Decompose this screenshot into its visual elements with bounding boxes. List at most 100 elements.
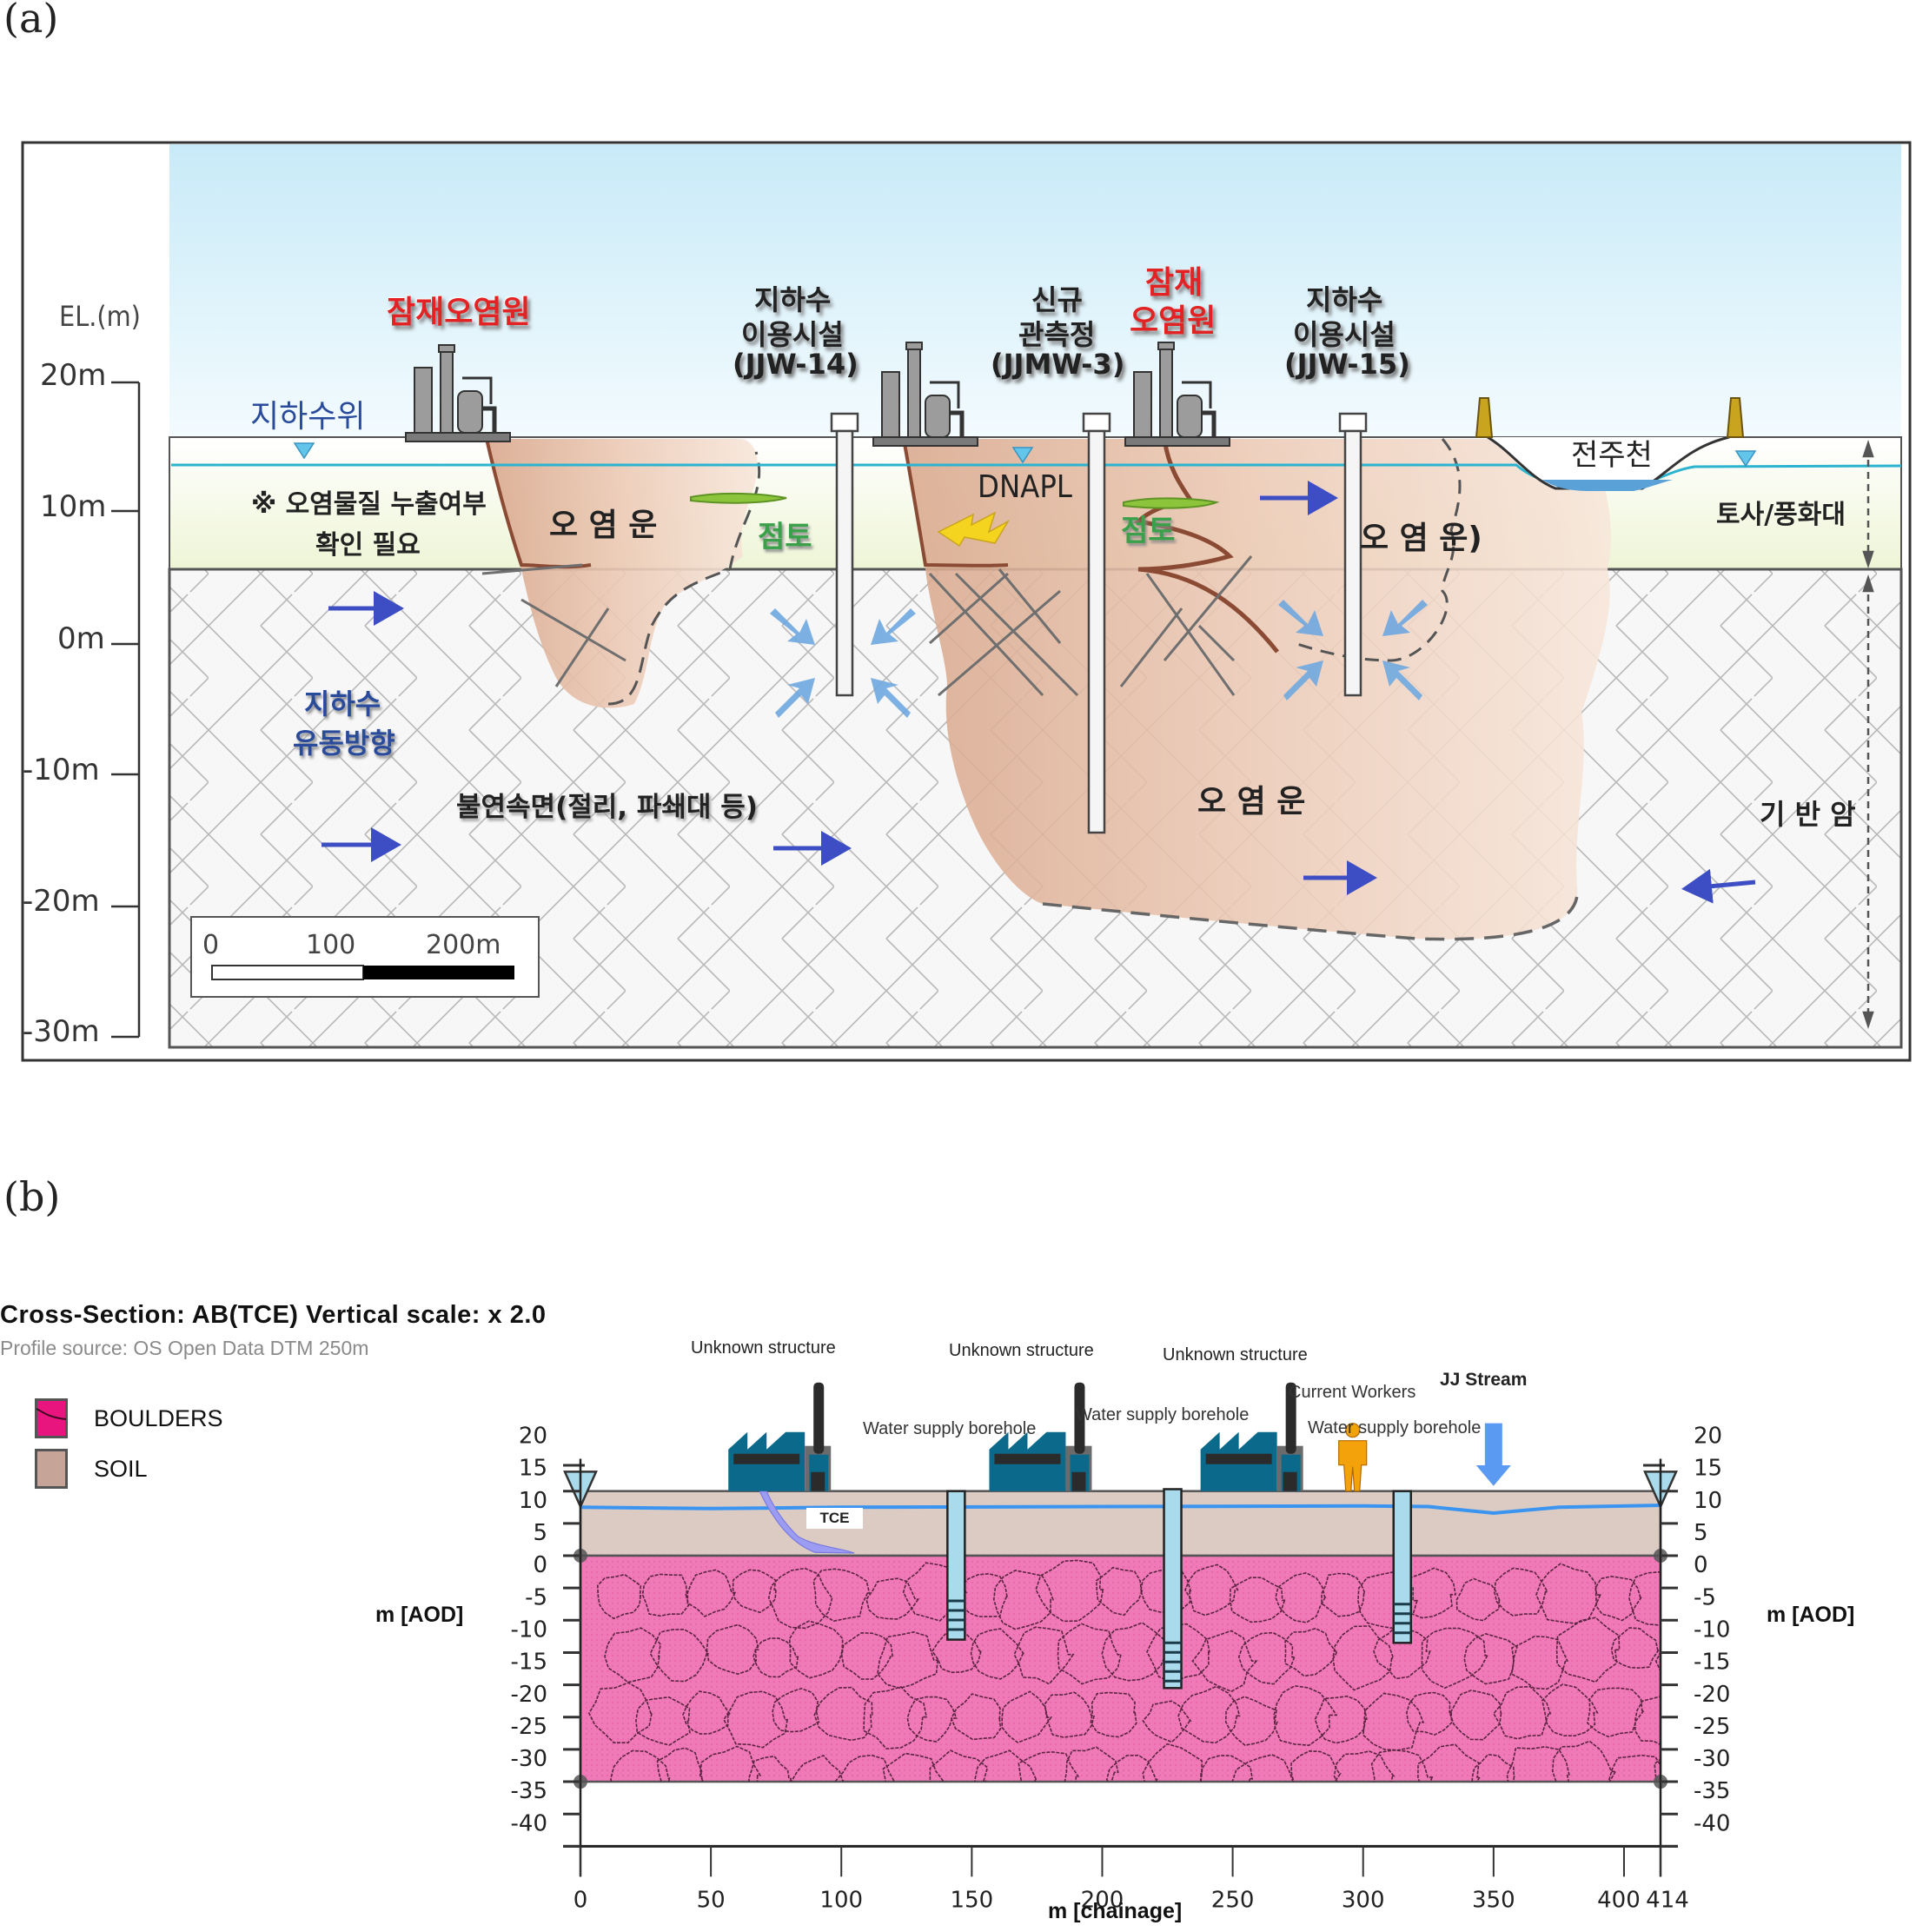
label-well-14-line3: (JJW-14) [733,348,859,381]
y-tick-label-left: -35 [511,1778,547,1804]
boulder-outline [1237,1631,1296,1685]
boulder-outline [732,1569,777,1614]
x-tick-label: 250 [1211,1887,1255,1913]
boulder-outline [1035,1559,1104,1623]
y-tick-label-left: 20 [519,1424,547,1450]
boulder-outline [1273,1684,1338,1747]
profile-source: Profile source: OS Open Data DTM 250m [0,1337,369,1359]
boulder-outline [970,1628,1025,1680]
y-tick-label-right: -35 [1694,1778,1730,1804]
x-tick-label: 350 [1472,1887,1515,1913]
dnapl-arrow-icon [937,511,1011,548]
panel-a-label: (a) [3,0,59,42]
clay-lens-1 [690,492,787,504]
y-axis-label-left: m [AOD] [375,1603,464,1627]
boulder-outline [1142,1743,1203,1783]
boulder-outline [706,1623,759,1676]
boulder-outline [1471,1753,1515,1783]
label-groundwater-level: 지하수위 [250,399,366,435]
contaminant-plume-1 [487,439,758,708]
boulder-outline [1284,1627,1338,1677]
elevation-axis [111,381,141,1039]
annotation-stream: JJ Stream [1440,1370,1528,1390]
y-tick-label-left: -5 [525,1584,547,1610]
label-well-14-line2: 이용시설 [741,318,844,351]
boulder-outline [1608,1754,1661,1783]
label-plume-1: 오 염 운 [549,508,658,543]
label-leak-note-1: ※ 오염물질 누출여부 [251,489,487,520]
boulder-outline [1177,1685,1241,1744]
scale-label-100: 100 [306,930,356,960]
water-level-marker-3 [1734,450,1757,468]
boulder-outline [1275,1571,1327,1623]
boulder-outline [974,1749,1038,1783]
boulder-outline [1555,1617,1621,1683]
label-flow-direction-1: 지하수 [304,687,381,720]
annotation-structure-3: Unknown structure [1163,1345,1308,1364]
y-tick-label-left: -15 [511,1650,547,1676]
label-soil-zone: 토사/풍화대 [1716,500,1846,530]
layer-soil [579,1490,1662,1557]
layer-boulders [579,1554,1662,1783]
boulder-outline [747,1755,792,1783]
boulder-outline [1184,1564,1239,1617]
factory-icon-2 [989,1382,1092,1491]
boulder-outline [992,1570,1055,1630]
y-tick-label-right: -5 [1694,1584,1716,1610]
y-tick-label-right: -20 [1694,1682,1730,1708]
legend-item-boulders: BOULDERS [35,1398,223,1438]
cross-section-title: Cross-Section: AB(TCE) Vertical scale: x… [0,1301,547,1329]
label-plume-3: 오 염 운 [1197,784,1306,820]
y-tick-label-right: 20 [1694,1424,1722,1450]
boulder-outline [635,1696,691,1746]
boulder-outline [649,1628,710,1683]
boulder-outline [1105,1754,1158,1783]
label-stream: 전주천 [1571,438,1653,473]
water-supply-borehole-1 [946,1490,966,1641]
y-tick-label-left: -10 [511,1617,547,1643]
fractures-1 [481,563,627,687]
well-jjmw-3 [1082,412,1111,834]
boulder-outline [1654,1650,1661,1672]
legend-label-soil: SOIL [94,1455,148,1482]
elevation-axis-label: EL.(m) [59,300,141,333]
boulder-outline [1744,1745,1800,1802]
label-leak-note-2: 확인 필요 [315,530,421,561]
y-tick-label-left: 5 [533,1520,547,1546]
well-jjw-14 [830,412,859,697]
boulder-outline [931,1627,982,1674]
boulder-outline [1463,1633,1518,1685]
label-mw3-line2: 관측정 [1018,318,1096,351]
tce-plume [759,1490,855,1554]
boulders-swatch [35,1398,68,1438]
boulder-outline [1406,1691,1453,1736]
boulder-outline [1229,1577,1286,1623]
boulder-outline [596,1573,642,1620]
flow-arrows [322,481,1756,904]
boulder-outline [812,1568,871,1623]
boulder-outline [1095,1566,1144,1617]
boulder-outline [863,1685,928,1749]
label-well-14-line1: 지하수 [754,283,832,316]
legend-label-boulders: BOULDERS [94,1404,223,1431]
fractures-2 [928,568,1079,697]
factory-icon-1 [405,344,511,442]
x-tick-label: 400 [1597,1887,1641,1913]
stream-water [1542,480,1673,491]
y-tick-label-right: -40 [1694,1810,1730,1836]
boulder-outline [1224,1696,1279,1746]
label-dnapl: DNAPL [978,469,1072,505]
label-mw3-line3: (JJMW-3) [991,348,1125,381]
y-tick-label-left: -30 [511,1746,547,1772]
label-clay-2: 점토 [1121,514,1176,548]
panel-b-label: (b) [3,1173,61,1220]
tce-label: TCE [806,1508,863,1529]
scale-bar [190,916,540,998]
tick-label-0m: 0m [57,621,105,656]
legend-item-soil: SOIL [35,1449,223,1489]
label-clay-1: 점토 [758,520,812,554]
well-jjw-15 [1338,412,1368,697]
y-tick-label-right: 0 [1694,1552,1708,1578]
boulder-outline [1057,1623,1122,1685]
